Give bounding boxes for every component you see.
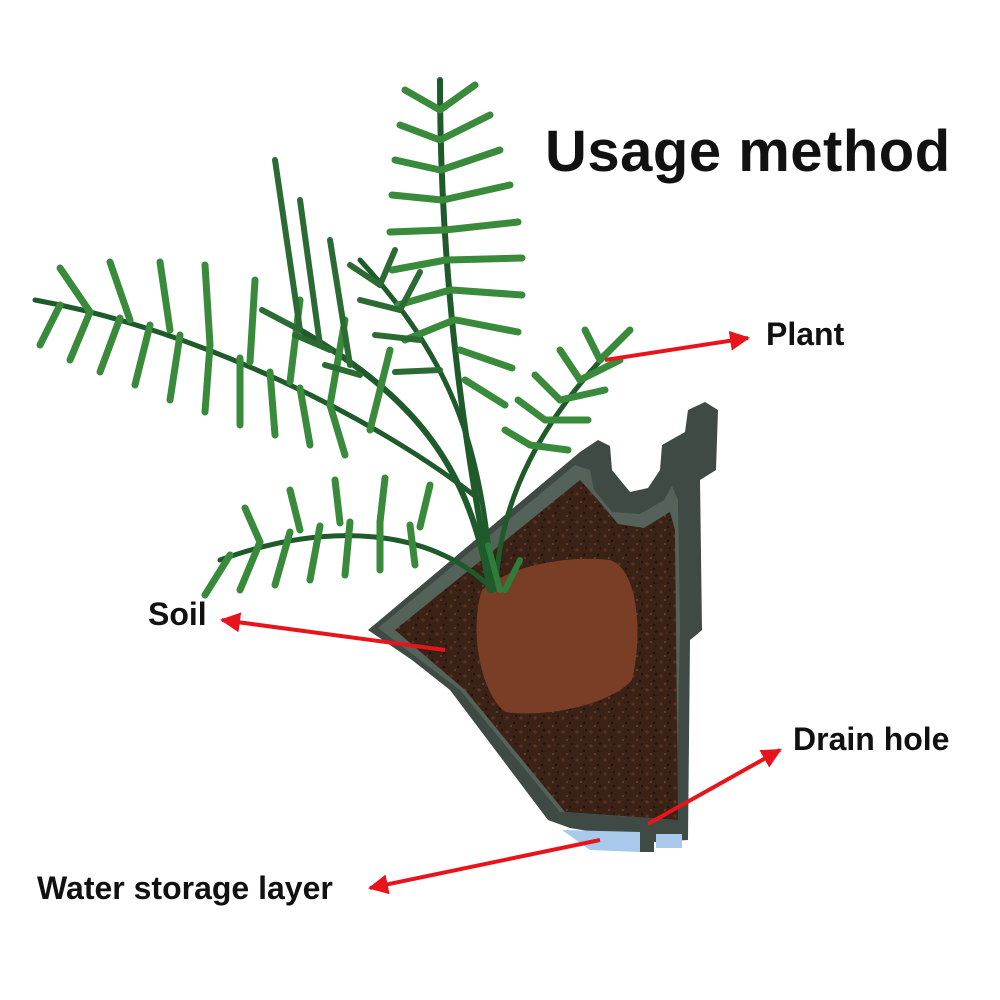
water-layer	[562, 826, 682, 852]
plant-label: Plant	[766, 316, 845, 352]
water-storage-arrow	[368, 838, 601, 895]
page-title: Usage method	[545, 119, 951, 184]
root-ball	[476, 558, 638, 714]
drain-hole-label: Drain hole	[793, 721, 950, 757]
soil-arrow	[220, 612, 446, 652]
drain-hole-arrow	[647, 748, 782, 826]
plant-arrow	[604, 330, 750, 362]
water-storage-layer-label: Water storage layer	[37, 870, 333, 906]
palm-plant	[32, 77, 634, 599]
annotation-arrows	[220, 330, 782, 895]
soil-label: Soil	[148, 596, 207, 632]
